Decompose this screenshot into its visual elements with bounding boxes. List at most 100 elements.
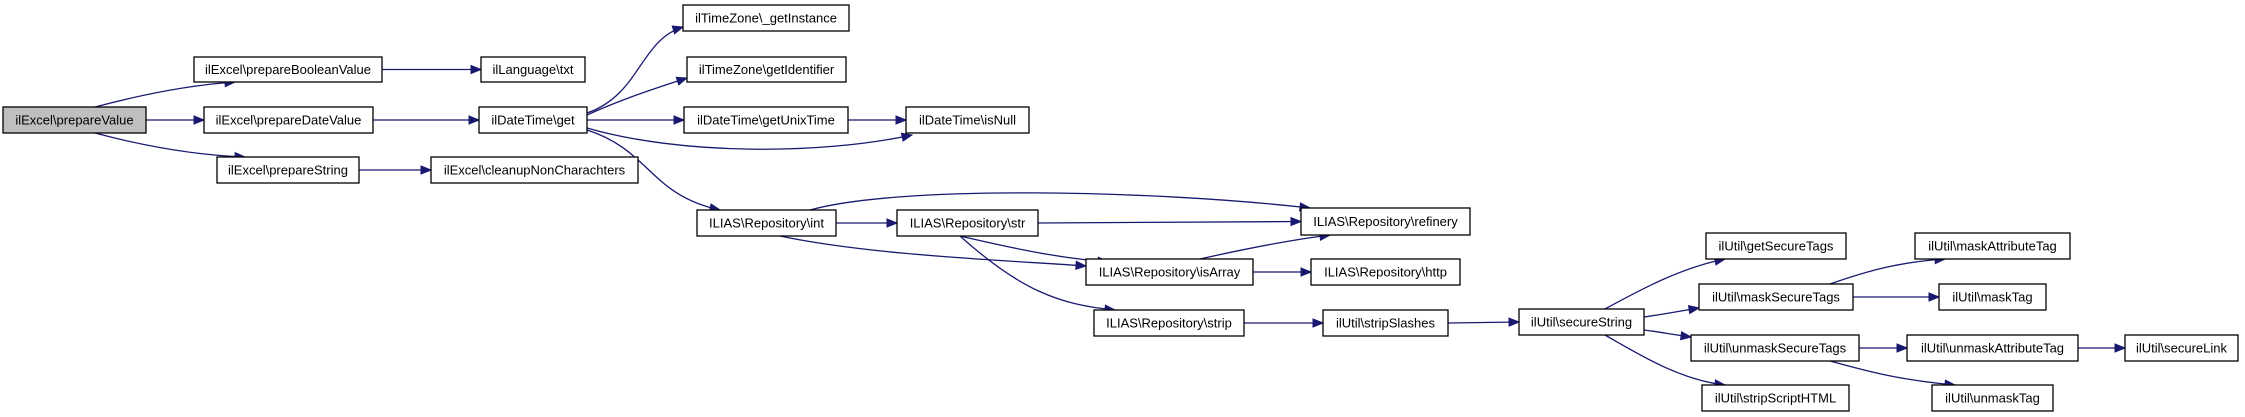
node-label: ilUtil\unmaskAttributeTag xyxy=(1921,341,2064,356)
arrowhead-icon xyxy=(1312,318,1325,328)
arrowhead-icon xyxy=(900,132,914,142)
node-label: ilUtil\stripScriptHTML xyxy=(1715,391,1836,406)
node-box[interactable] xyxy=(2124,334,2239,362)
node-unmaskSecureTags[interactable]: ilUtil\unmaskSecureTags xyxy=(1690,334,1860,362)
node-label: ilUtil\unmaskSecureTags xyxy=(1704,341,1847,356)
node-box[interactable] xyxy=(1931,384,2054,412)
edge-line xyxy=(1447,321,1520,324)
edge-int-to-str xyxy=(836,218,899,228)
arrowhead-icon xyxy=(2114,343,2127,353)
node-box[interactable] xyxy=(216,156,360,184)
arrowhead-icon xyxy=(420,165,433,175)
node-getInstance[interactable]: ilTimeZone\_getInstance xyxy=(682,4,850,32)
arrowhead-icon xyxy=(671,25,685,35)
node-label: ilTimeZone\getIdentifier xyxy=(699,62,835,77)
node-unmaskTag[interactable]: ilUtil\unmaskTag xyxy=(1931,384,2054,412)
node-getIdentifier[interactable]: ilTimeZone\getIdentifier xyxy=(686,56,847,83)
edge-line xyxy=(1604,334,1726,386)
node-label: ilTimeZone\_getInstance xyxy=(695,11,837,26)
node-getSecureTags[interactable]: ilUtil\getSecureTags xyxy=(1705,232,1847,260)
node-prepareValue[interactable]: ilExcel\prepareValue xyxy=(2,106,147,134)
edge-secureString-to-unmaskSecureTags xyxy=(1643,329,1693,341)
edge-line xyxy=(586,127,913,150)
node-box[interactable] xyxy=(1906,334,2079,362)
node-box[interactable] xyxy=(430,156,639,184)
node-box[interactable] xyxy=(696,209,837,237)
node-label: ilExcel\prepareValue xyxy=(15,113,133,128)
node-box[interactable] xyxy=(1705,232,1847,260)
node-label: ILIAS\Repository\str xyxy=(910,216,1026,231)
node-stripScriptHTML[interactable]: ilUtil\stripScriptHTML xyxy=(1701,384,1850,412)
node-http[interactable]: ILIAS\Repository\http xyxy=(1310,258,1461,286)
node-box[interactable] xyxy=(1938,283,2047,311)
node-refinery[interactable]: ILIAS\Repository\refinery xyxy=(1300,207,1471,236)
node-prepareBooleanValue[interactable]: ilExcel\prepareBooleanValue xyxy=(193,56,383,83)
node-label: ilUtil\secureString xyxy=(1531,315,1632,330)
node-strip[interactable]: ILIAS\Repository\strip xyxy=(1093,309,1245,337)
node-prepareDateValue[interactable]: ilExcel\prepareDateValue xyxy=(203,106,374,134)
edge-prepareValue-to-prepareDateValue xyxy=(146,115,206,125)
node-box[interactable] xyxy=(1690,334,1860,362)
node-unmaskAttributeTag[interactable]: ilUtil\unmaskAttributeTag xyxy=(1906,334,2079,362)
node-box[interactable] xyxy=(2,106,147,134)
edge-unmaskSecureTags-to-unmaskAttributeTag xyxy=(1859,343,1909,353)
edge-line xyxy=(586,26,684,114)
node-box[interactable] xyxy=(905,106,1030,134)
node-box[interactable] xyxy=(1322,309,1449,337)
node-label: ilExcel\prepareDateValue xyxy=(216,113,362,128)
node-isArray[interactable]: ILIAS\Repository\isArray xyxy=(1085,258,1254,286)
node-box[interactable] xyxy=(193,56,383,83)
edge-line xyxy=(586,129,721,211)
node-label: ILIAS\Repository\refinery xyxy=(1313,214,1458,229)
node-get[interactable]: ilDateTime\get xyxy=(478,106,588,134)
node-box[interactable] xyxy=(1518,308,1645,336)
node-box[interactable] xyxy=(896,209,1039,237)
node-label: ilLanguage\txt xyxy=(493,62,574,77)
node-stripSlashes[interactable]: ilUtil\stripSlashes xyxy=(1322,309,1449,337)
edge-line xyxy=(1604,258,1726,310)
edge-line xyxy=(586,77,688,116)
node-box[interactable] xyxy=(478,106,588,134)
arrowhead-icon xyxy=(1075,260,1088,270)
node-box[interactable] xyxy=(683,106,849,134)
node-int[interactable]: ILIAS\Repository\int xyxy=(696,209,837,237)
node-maskAttributeTag[interactable]: ilUtil\maskAttributeTag xyxy=(1914,232,2071,260)
node-box[interactable] xyxy=(1698,283,1854,311)
node-cleanupNonCharachters[interactable]: ilExcel\cleanupNonCharachters xyxy=(430,156,639,184)
node-box[interactable] xyxy=(1093,309,1245,337)
node-maskSecureTags[interactable]: ilUtil\maskSecureTags xyxy=(1698,283,1854,311)
node-box[interactable] xyxy=(1300,207,1471,236)
node-box[interactable] xyxy=(1914,232,2071,260)
node-isNull[interactable]: ilDateTime\isNull xyxy=(905,106,1030,134)
edge-prepareDateValue-to-get xyxy=(373,115,481,125)
edge-line xyxy=(94,132,246,158)
node-box[interactable] xyxy=(1085,258,1254,286)
node-getUnixTime[interactable]: ilDateTime\getUnixTime xyxy=(683,106,849,134)
edge-maskSecureTags-to-maskAttributeTag xyxy=(1829,254,1947,285)
node-label: ILIAS\Repository\isArray xyxy=(1099,265,1241,280)
node-box[interactable] xyxy=(203,106,374,134)
node-label: ilExcel\prepareBooleanValue xyxy=(205,62,371,77)
node-box[interactable] xyxy=(1310,258,1461,286)
node-label: ilUtil\maskAttributeTag xyxy=(1928,239,2057,254)
edge-line xyxy=(959,235,1116,311)
arrowhead-icon xyxy=(1928,292,1941,302)
node-box[interactable] xyxy=(682,4,850,32)
edge-maskSecureTags-to-maskTag xyxy=(1853,292,1941,302)
node-label: ilExcel\prepareString xyxy=(228,163,348,178)
edge-line xyxy=(959,235,1109,263)
edge-int-to-isArray xyxy=(779,235,1088,270)
node-str[interactable]: ILIAS\Repository\str xyxy=(896,209,1039,237)
node-box[interactable] xyxy=(1701,384,1850,412)
node-txt[interactable]: ilLanguage\txt xyxy=(480,56,586,83)
edge-get-to-getIdentifier xyxy=(586,76,689,116)
node-prepareString[interactable]: ilExcel\prepareString xyxy=(216,156,360,184)
node-label: ilUtil\stripSlashes xyxy=(1336,316,1435,331)
node-secureLink[interactable]: ilUtil\secureLink xyxy=(2124,334,2239,362)
node-maskTag[interactable]: ilUtil\maskTag xyxy=(1938,283,2047,311)
arrowhead-icon xyxy=(1290,216,1303,227)
node-label: ilUtil\maskSecureTags xyxy=(1712,290,1840,305)
node-secureString[interactable]: ilUtil\secureString xyxy=(1518,308,1645,336)
node-box[interactable] xyxy=(686,56,847,83)
node-box[interactable] xyxy=(480,56,586,83)
